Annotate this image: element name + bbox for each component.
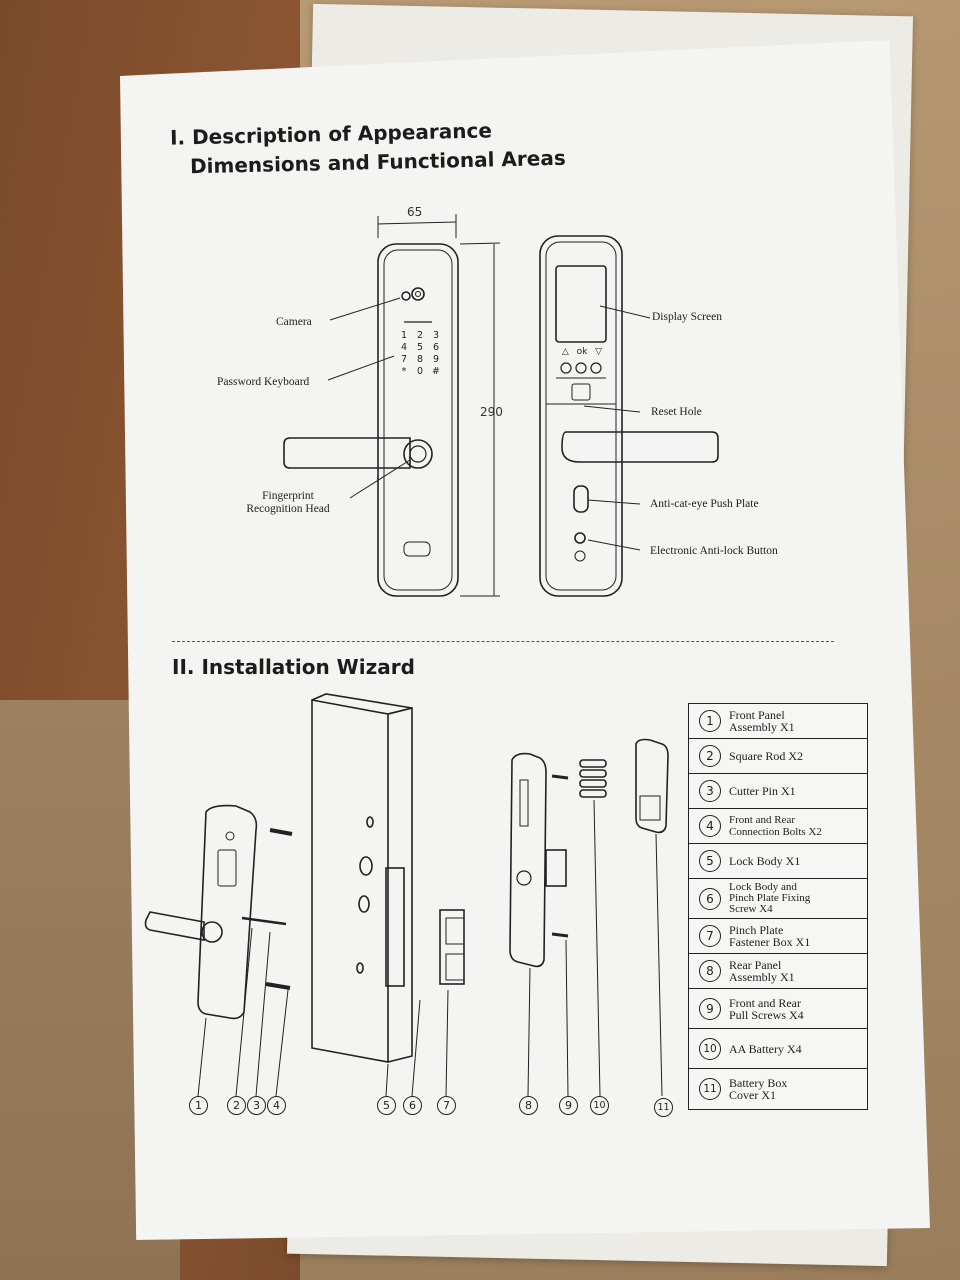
keypad-key: * bbox=[401, 366, 407, 377]
up-arrow-icon: △ bbox=[561, 347, 569, 357]
ok-symbol: ok bbox=[576, 347, 588, 357]
label-password-keyboard: Password Keyboard bbox=[217, 376, 310, 388]
parts-row: 2 Square Rod X2 bbox=[689, 739, 867, 774]
part-name: Pinch Plate Fastener Box X1 bbox=[729, 923, 811, 949]
part-number: 3 bbox=[699, 780, 721, 802]
callout-5: 5 bbox=[377, 1096, 396, 1115]
callout-1: 1 bbox=[189, 1096, 208, 1115]
door-drawing bbox=[311, 693, 413, 1063]
part-number: 11 bbox=[699, 1078, 721, 1100]
rear-screen-symbols: △ ok ▽ bbox=[558, 347, 606, 357]
keypad-key: 9 bbox=[432, 354, 440, 365]
parts-row: 10 AA Battery X4 bbox=[689, 1029, 867, 1069]
dimension-width: 65 bbox=[407, 205, 423, 219]
label-fingerprint-line2: Recognition Head bbox=[246, 503, 330, 515]
section-divider bbox=[172, 641, 834, 642]
callout-3: 3 bbox=[247, 1096, 266, 1115]
keypad-key: 2 bbox=[416, 330, 424, 341]
label-fingerprint-line1: Fingerprint bbox=[262, 490, 314, 502]
part-name: Lock Body X1 bbox=[729, 854, 801, 868]
rear-assembly-drawing bbox=[509, 752, 569, 1097]
parts-row: 5 Lock Body X1 bbox=[689, 844, 867, 879]
keypad-key: 6 bbox=[432, 342, 440, 353]
callout-6: 6 bbox=[403, 1096, 422, 1115]
callout-9: 9 bbox=[559, 1096, 578, 1115]
part-name: Front and Rear Connection Bolts X2 bbox=[729, 814, 822, 838]
keypad-key: 8 bbox=[416, 354, 424, 365]
batteries-drawing bbox=[579, 759, 607, 1097]
label-fingerprint: Fingerprint Recognition Head bbox=[226, 490, 350, 516]
part-name: Rear Panel Assembly X1 bbox=[729, 958, 795, 984]
down-arrow-icon: ▽ bbox=[595, 347, 603, 357]
callout-8: 8 bbox=[519, 1096, 538, 1115]
label-camera: Camera bbox=[276, 316, 312, 328]
part-name: AA Battery X4 bbox=[729, 1041, 802, 1056]
keypad-key: 7 bbox=[400, 354, 408, 365]
keypad-key: 4 bbox=[400, 342, 408, 353]
callout-10: 10 bbox=[590, 1096, 609, 1115]
callout-2: 2 bbox=[227, 1096, 246, 1115]
part-number: 8 bbox=[699, 960, 721, 982]
parts-row: 9 Front and Rear Pull Screws X4 bbox=[689, 989, 867, 1029]
section2-title: II. Installation Wizard bbox=[172, 655, 415, 679]
label-push-plate: Anti-cat-eye Push Plate bbox=[650, 498, 759, 510]
parts-row: 7 Pinch Plate Fastener Box X1 bbox=[689, 919, 867, 954]
dimension-height: 290 bbox=[480, 405, 503, 419]
dimension-lines bbox=[377, 214, 501, 597]
keypad-key: 1 bbox=[400, 330, 408, 341]
front-panel-drawing bbox=[283, 243, 459, 597]
part-name: Front and Rear Pull Screws X4 bbox=[729, 995, 804, 1022]
parts-row: 8 Rear Panel Assembly X1 bbox=[689, 954, 867, 989]
rear-leader-lines bbox=[583, 305, 651, 551]
part-number: 7 bbox=[699, 925, 721, 947]
front-leader-lines bbox=[327, 297, 411, 499]
part-number: 10 bbox=[699, 1037, 721, 1060]
part-name: Front Panel Assembly X1 bbox=[729, 708, 795, 734]
callout-4: 4 bbox=[267, 1096, 286, 1115]
rear-panel-drawing bbox=[539, 235, 719, 597]
part-number: 9 bbox=[699, 997, 721, 1020]
parts-row: 3 Cutter Pin X1 bbox=[689, 774, 867, 809]
parts-row: 11 Battery Box Cover X1 bbox=[689, 1069, 867, 1109]
battery-cover-drawing bbox=[635, 738, 669, 1097]
label-reset-hole: Reset Hole bbox=[651, 406, 702, 418]
part-number: 5 bbox=[699, 850, 721, 872]
part-name: Cutter Pin X1 bbox=[729, 784, 796, 798]
keypad-key: # bbox=[432, 366, 440, 377]
part-name: Square Rod X2 bbox=[729, 749, 803, 763]
keypad-key: 5 bbox=[416, 342, 424, 353]
part-number: 6 bbox=[699, 887, 721, 910]
callout-7: 7 bbox=[437, 1096, 456, 1115]
keypad-key: 0 bbox=[416, 366, 424, 377]
part-number: 4 bbox=[699, 815, 721, 837]
label-antilock-button: Electronic Anti-lock Button bbox=[650, 545, 778, 557]
part-name: Lock Body and Pinch Plate Fixing Screw X… bbox=[729, 881, 811, 915]
part-number: 1 bbox=[699, 710, 721, 732]
callout-11: 11 bbox=[654, 1098, 673, 1117]
keypad-key: 3 bbox=[432, 330, 440, 341]
front-keypad: 1 2 3 4 5 6 7 8 9 * 0 # bbox=[396, 330, 444, 377]
part-number: 2 bbox=[699, 745, 721, 767]
part-name: Battery Box Cover X1 bbox=[729, 1076, 788, 1102]
front-assembly-drawing bbox=[144, 804, 293, 1097]
parts-row: 6 Lock Body and Pinch Plate Fixing Screw … bbox=[689, 879, 867, 919]
lock-body-drawing bbox=[385, 909, 465, 1097]
parts-row: 1 Front Panel Assembly X1 bbox=[689, 704, 867, 739]
label-display-screen: Display Screen bbox=[652, 311, 722, 323]
parts-row: 4 Front and Rear Connection Bolts X2 bbox=[689, 809, 867, 844]
